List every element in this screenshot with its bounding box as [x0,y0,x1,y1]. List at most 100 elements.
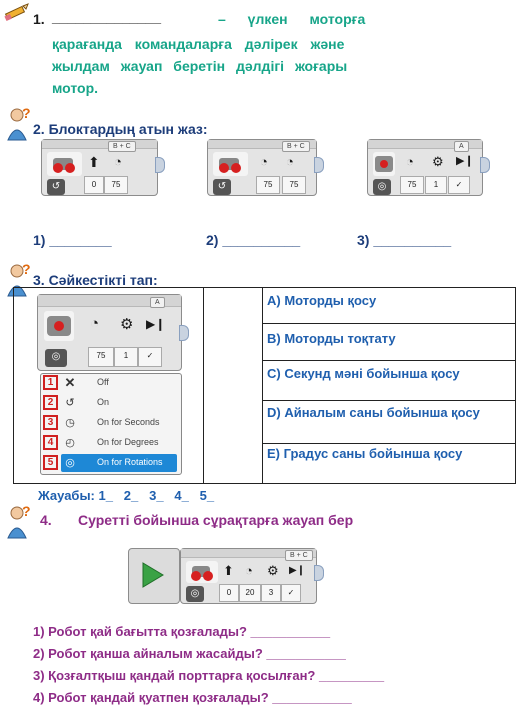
q4-question-2[interactable]: 2) Робот қанша айналым жасайды? ________… [33,646,346,661]
degrees-icon: ◴ [65,437,75,449]
q4-question-1[interactable]: 1) Робот қай бағытта қозғалады? ________… [33,624,331,639]
steering-motor-icon [186,561,218,583]
check-field[interactable]: ✓ [448,176,470,194]
question-person-icon: ? [2,261,32,298]
svg-text:?: ? [22,262,31,277]
menu-label: On for Seconds [97,417,160,427]
motor-block-2: B + C ◔ ◔ ↺ 75 75 [207,139,324,196]
svg-text:?: ? [22,504,31,519]
table-column-answer [203,287,263,484]
stop-icon: ▶❙ [456,155,474,167]
question-2-title: 2. Блоктардың атын жаз: [33,121,208,137]
question-1-line2: қарағанда командаларға дәлірек және [52,36,345,52]
value-field[interactable]: 3 [261,584,281,602]
speedometer-icon: ◔ [260,154,268,169]
mode-menu: 1 ✕ Off 2 ↺ On 3 ◷ On for Seconds 4 ◴ On… [40,373,182,475]
value-field[interactable]: 75 [104,176,128,194]
stop-icon: ▶❙ [289,565,306,576]
question-3-title: 3. Сәйкестікті тап: [33,272,158,288]
q2-answer-3[interactable]: 3) __________ [357,232,452,248]
large-motor-icon [44,311,74,341]
value-field[interactable]: 75 [400,176,424,194]
value-field[interactable]: 75 [256,176,280,194]
value-field[interactable]: 75 [88,347,114,367]
svg-text:?: ? [22,106,31,121]
port-label: B + C [282,141,310,152]
question-1-line4: мотор. [52,80,99,96]
mode-selector-icon[interactable]: ◎ [373,179,391,195]
menu-number: 4 [43,435,58,450]
pencil-icon [4,2,30,22]
speedometer-icon: ◔ [245,563,253,578]
question-1-line3: жылдам жауап беретін дәлдігі жоғары [52,58,348,74]
check-field[interactable]: ✓ [281,584,301,602]
gear-icon: ⚙ [432,154,444,169]
menu-label: On [97,397,110,407]
menu-number: 5 [43,455,58,470]
speedometer-icon: ◔ [406,154,414,169]
arrow-up-icon: ⬆ [88,154,100,170]
q4-question-4[interactable]: 4) Робот қандай қуатпен қозғалады? _____… [33,690,352,705]
gear-icon: ⚙ [120,316,134,333]
menu-item-on-for-seconds[interactable]: 3 ◷ On for Seconds [41,414,181,433]
close-icon: ✕ [64,375,76,390]
port-label: A [150,297,165,308]
menu-label: On for Rotations [97,457,163,467]
mode-selector-icon[interactable]: ↺ [47,179,65,195]
rotations-icon: ◎ [65,457,75,469]
value-field[interactable]: 1 [114,347,138,367]
question-person-icon: ? [2,503,32,540]
option-d: D) Айналым саны бойынша қосу [263,400,516,443]
start-block [128,548,180,604]
check-field[interactable]: ✓ [138,347,162,367]
port-label: A [454,141,469,152]
clock-icon: ◷ [65,417,75,429]
mode-selector-icon[interactable]: ◎ [45,349,67,367]
q4-question-3[interactable]: 3) Қозғалтқыш қандай порттарға қосылған?… [33,668,385,683]
port-label: B + C [285,550,313,561]
q2-answer-1[interactable]: 1) ________ [33,232,112,248]
option-c: C) Секунд мәні бойынша қосу [263,360,516,400]
arrow-up-icon: ⬆ [223,563,234,578]
menu-item-off[interactable]: 1 ✕ Off [41,374,181,393]
value-field[interactable]: 20 [239,584,261,602]
speedometer-icon: ◔ [90,315,100,332]
steering-motor-icon [213,152,248,176]
q2-answer-2[interactable]: 2) __________ [206,232,301,248]
option-b: B) Моторды тоқтату [263,323,516,360]
value-field[interactable]: 0 [219,584,239,602]
menu-label: On for Degrees [97,437,159,447]
menu-number: 2 [43,395,58,410]
question-person-icon: ? [2,105,32,142]
question-1-line1: – үлкен моторға [218,11,366,27]
large-motor-icon [373,152,395,176]
menu-number: 1 [43,375,58,390]
stop-icon: ▶❙ [146,317,166,331]
rotate-icon: ↺ [65,397,75,409]
question-4-number: 4. [40,512,52,528]
question-1-number: 1. [33,11,45,27]
question-4-title: Суретті бойынша сұрақтарға жауап бер [78,512,354,528]
value-field[interactable]: 0 [84,176,104,194]
matching-table [13,287,516,484]
option-a: A) Моторды қосу [267,293,377,308]
option-e: E) Градус саны бойынша қосу [263,443,516,484]
speedometer-icon: ◔ [286,154,294,169]
speedometer-icon: ◔ [114,154,122,169]
mode-selector-icon[interactable]: ◎ [186,586,204,602]
question-1-blank: ______________ [52,9,162,25]
menu-item-on[interactable]: 2 ↺ On [41,394,181,413]
gear-icon: ⚙ [267,563,279,578]
menu-item-on-for-rotations[interactable]: 5 ◎ On for Rotations [41,454,181,473]
answer-line[interactable]: Жауабы: 1_ 2_ 3_ 4_ 5_ [38,488,215,503]
menu-number: 3 [43,415,58,430]
menu-label: Off [97,377,109,387]
value-field[interactable]: 1 [425,176,447,194]
port-label: B + C [108,141,136,152]
play-icon [141,561,165,594]
menu-item-on-for-degrees[interactable]: 4 ◴ On for Degrees [41,434,181,453]
value-field[interactable]: 75 [282,176,306,194]
mode-selector-icon[interactable]: ↺ [213,179,231,195]
motor-block-q3: A ◔ ⚙ ▶❙ ◎ 75 1 ✓ [37,294,189,371]
steering-motor-icon [47,152,82,176]
